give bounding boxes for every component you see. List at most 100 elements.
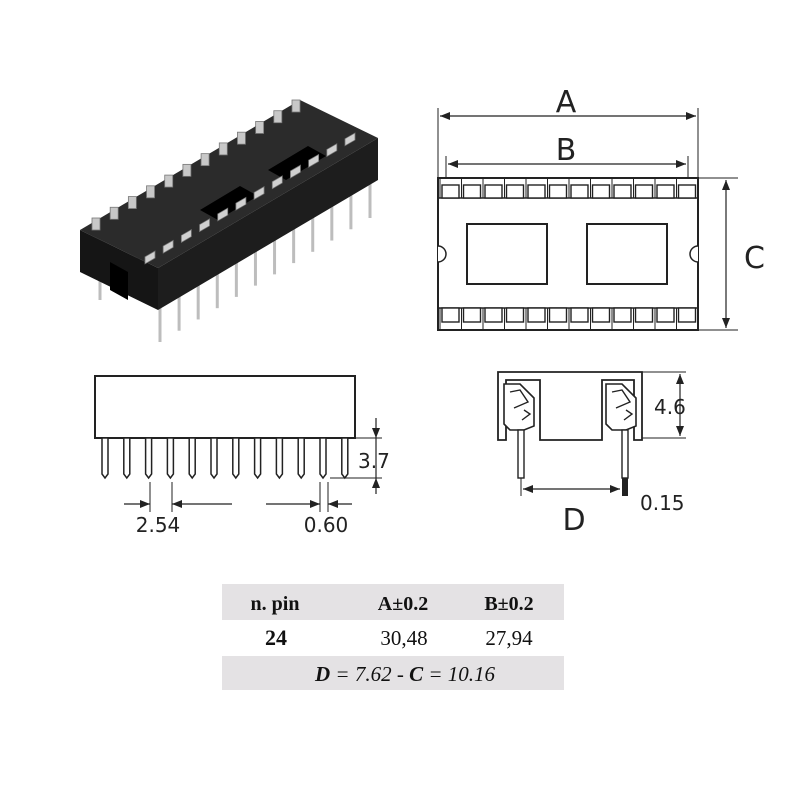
table-cell-a: 30,48 — [380, 626, 427, 650]
socket-photo-top-face — [80, 100, 378, 268]
top-view: A B C — [437, 85, 765, 331]
photo-contact — [344, 132, 356, 147]
top-pad — [505, 184, 525, 199]
photo-contact — [253, 186, 265, 201]
photo-contact — [290, 164, 301, 179]
table-note-c-value: = 10.16 — [423, 662, 495, 686]
bottom-pad — [505, 307, 525, 323]
socket-photo-window-2 — [268, 146, 326, 180]
dimension-thickness-label: 0.15 — [640, 491, 685, 515]
side-pin — [319, 438, 327, 480]
side-pin — [123, 438, 131, 480]
bottom-pad — [656, 307, 675, 323]
photo-contact — [308, 153, 320, 168]
spec-table: n. pin A±0.2 B±0.2 24 30,48 27,94 D = 7.… — [222, 584, 564, 690]
end-view: 4.6 D 0.15 — [497, 371, 686, 538]
photo-contact — [199, 218, 210, 233]
table-cell-pins: 24 — [265, 625, 287, 650]
side-pin — [232, 438, 240, 480]
socket-photo — [80, 99, 378, 342]
photo-contact — [235, 196, 247, 211]
top-pad — [591, 184, 611, 199]
table-cell-b: 27,94 — [485, 626, 533, 650]
bottom-pad — [462, 307, 482, 323]
dimension-pitch-label: 2.54 — [136, 513, 181, 537]
socket-photo-notch — [110, 262, 128, 300]
socket-photo-contacts — [91, 99, 356, 265]
side-pin — [188, 438, 196, 480]
top-pad — [677, 184, 697, 199]
table-note-c: C — [409, 662, 424, 686]
bottom-pad — [677, 307, 697, 323]
side-pin — [253, 438, 262, 480]
dimension-a-label: A — [556, 85, 577, 120]
dimension-height-label: 3.7 — [358, 449, 390, 473]
photo-contact — [218, 142, 228, 156]
side-pin — [297, 438, 305, 480]
bottom-pad — [591, 307, 611, 323]
table-data-row — [222, 620, 564, 656]
top-view-window-left — [466, 223, 548, 285]
photo-contact — [326, 143, 338, 158]
photo-contact — [144, 250, 156, 265]
top-view-pads — [439, 178, 697, 330]
photo-contact — [291, 99, 301, 113]
dimension-end-height-label: 4.6 — [654, 395, 686, 419]
photo-contact — [271, 175, 283, 190]
top-view-notch-right — [689, 245, 699, 263]
table-note-row — [222, 656, 564, 690]
top-pad — [484, 184, 503, 199]
dimension-pin-width-label: 0.60 — [304, 513, 349, 537]
dimension-d-label: D — [562, 503, 585, 538]
top-pad — [441, 184, 460, 199]
photo-contact — [91, 217, 101, 231]
bottom-pad — [548, 307, 568, 323]
table-header-pins: n. pin — [251, 593, 300, 615]
photo-contact — [109, 206, 119, 220]
top-pad — [548, 184, 568, 199]
top-pad — [570, 184, 589, 199]
table-note-d: D — [314, 662, 330, 686]
top-view-notch-left — [437, 245, 447, 263]
photo-contact — [255, 121, 265, 134]
photo-contact — [164, 174, 174, 188]
side-view-pins — [100, 437, 350, 480]
socket-photo-window-1 — [200, 186, 258, 220]
dimension-b-label: B — [556, 133, 577, 168]
dimension-c-label: C — [744, 241, 765, 276]
photo-contact — [146, 185, 155, 199]
socket-photo-side-face — [158, 138, 378, 310]
photo-contact — [182, 163, 192, 177]
side-view-body — [94, 375, 356, 439]
table-header-b: B±0.2 — [484, 593, 533, 615]
end-view-pin-left — [517, 429, 525, 479]
photo-contact — [217, 207, 229, 222]
bottom-pad — [613, 307, 632, 323]
photo-contact — [127, 196, 137, 209]
top-pad — [656, 184, 675, 199]
end-view-body — [497, 371, 643, 441]
photo-contact — [162, 239, 174, 254]
photo-contact — [273, 110, 283, 124]
bottom-pad — [634, 307, 654, 323]
side-pin — [275, 438, 284, 480]
table-note-d-value: = 7.62 - — [330, 662, 409, 686]
side-pin — [101, 438, 109, 480]
top-pad — [527, 184, 546, 199]
bottom-pad — [441, 307, 460, 323]
side-pin — [166, 438, 175, 480]
top-pad — [634, 184, 654, 199]
side-pin — [144, 438, 153, 480]
end-view-pin-right — [621, 429, 629, 479]
side-pin — [341, 438, 349, 480]
bottom-pad — [527, 307, 546, 323]
table-note: D = 7.62 - C = 10.16 — [314, 662, 496, 686]
table-header-row — [222, 584, 564, 620]
top-pad — [613, 184, 632, 199]
bottom-pad — [570, 307, 589, 323]
bottom-pad — [484, 307, 503, 323]
top-pad — [462, 184, 482, 199]
side-pin — [210, 438, 218, 480]
table-header-a: A±0.2 — [378, 593, 428, 615]
